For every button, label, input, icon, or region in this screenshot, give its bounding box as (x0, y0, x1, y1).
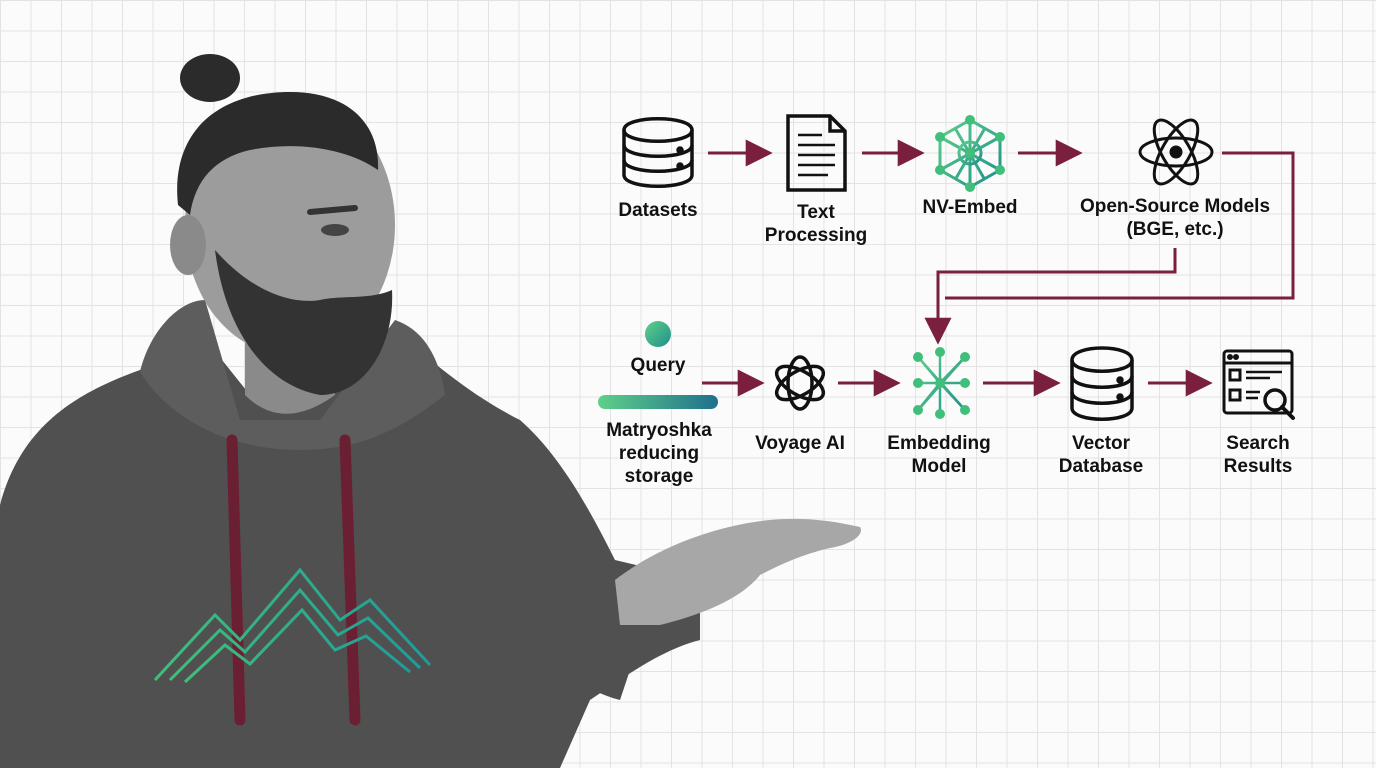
storage-bar-icon (598, 395, 718, 409)
node-label-embedding-model: Embedding Model (887, 433, 991, 477)
hair (177, 92, 379, 215)
node-label-query: Query (630, 355, 686, 376)
atom-icon (1138, 118, 1214, 186)
database-icon (1070, 346, 1134, 421)
node-label-voyage-ai: Voyage AI (755, 433, 845, 454)
node-label-search-results: Search Results (1223, 433, 1293, 477)
document-icon (786, 114, 847, 192)
node-label-datasets: Datasets (618, 200, 698, 221)
mountain-print (153, 567, 432, 684)
search-results-icon (1222, 349, 1295, 420)
node-label-nv-embed: NV-Embed (922, 197, 1018, 218)
query-dot-icon (645, 321, 671, 347)
neural-network-icon (935, 115, 1005, 192)
node-label-vector-database: Vector Database (1058, 433, 1144, 477)
connector-opensource-inner (924, 248, 1177, 345)
hood (140, 300, 445, 450)
hand (615, 518, 861, 625)
node-label-text-processing: Text Processing (764, 202, 868, 246)
arm (470, 470, 640, 700)
hair-bun (180, 54, 240, 102)
drawstring-right (339, 434, 361, 726)
node-label-matryoshka: Matryoshka reducing storage (606, 420, 712, 487)
node-label-open-source-models: Open-Source Models (BGE, etc.) (1079, 196, 1271, 240)
drawstring-left (226, 434, 246, 726)
connector-opensource-outer (945, 151, 1295, 300)
database-icon (622, 117, 694, 188)
openai-knot-icon (774, 355, 826, 411)
beard (215, 250, 393, 395)
neural-network-icon (913, 347, 970, 419)
